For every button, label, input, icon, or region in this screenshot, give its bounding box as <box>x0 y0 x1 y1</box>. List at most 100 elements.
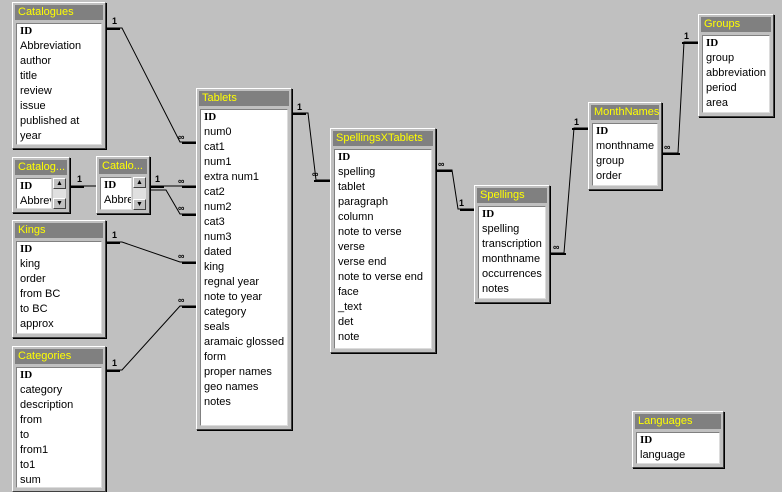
primary-key-field[interactable]: ID <box>482 208 495 220</box>
field-item[interactable]: king <box>20 258 41 270</box>
table-title-kings[interactable]: Kings <box>15 223 103 238</box>
field-item[interactable]: approx <box>20 318 54 330</box>
field-item[interactable]: review <box>20 85 52 97</box>
field-item[interactable]: title <box>20 70 38 82</box>
primary-key-field[interactable]: ID <box>104 179 117 191</box>
primary-key-field[interactable]: ID <box>706 37 719 49</box>
relationship-catalog-catalo[interactable]: 1 <box>70 174 96 188</box>
field-item[interactable]: from1 <box>20 444 49 456</box>
field-item[interactable]: year <box>20 130 42 142</box>
field-item[interactable]: note to year <box>204 291 263 303</box>
field-list-languages[interactable]: ID language <box>636 432 720 464</box>
field-item[interactable]: language <box>640 449 686 461</box>
field-item[interactable]: cat2 <box>204 186 225 198</box>
field-item[interactable]: num3 <box>204 231 232 243</box>
table-languages[interactable]: Languages ID language <box>632 411 724 468</box>
table-title-tablets[interactable]: Tablets <box>199 91 289 106</box>
field-item[interactable]: occurrences <box>482 268 542 280</box>
field-item[interactable]: face <box>338 286 359 298</box>
field-item[interactable]: paragraph <box>338 196 389 208</box>
field-item[interactable]: sum <box>20 474 41 486</box>
field-item[interactable]: extra num1 <box>204 171 260 183</box>
field-item[interactable]: Abbre <box>104 194 132 206</box>
field-item[interactable]: monthname <box>482 253 541 265</box>
field-item[interactable]: notes <box>204 396 231 408</box>
field-item[interactable]: notes <box>482 283 509 295</box>
field-item[interactable]: cat3 <box>204 216 225 228</box>
field-item[interactable]: published at <box>20 115 80 127</box>
field-item[interactable]: tablet <box>338 181 365 193</box>
field-item[interactable]: note to verse end <box>338 271 424 283</box>
field-item[interactable]: from <box>20 414 42 426</box>
field-item[interactable]: spelling <box>338 166 376 178</box>
relationship-catalo-tablets-cat3[interactable]: ∞ <box>150 189 196 216</box>
vertical-scrollbar[interactable]: ▲ ▼ <box>53 178 66 209</box>
table-title-monthnames[interactable]: MonthNames <box>591 105 659 120</box>
table-title-spellings[interactable]: Spellings <box>477 188 547 203</box>
relationship-kings-tablets[interactable]: 1 ∞ <box>106 230 196 264</box>
table-catalog-small[interactable]: Catalog... ID Abbrev ▲ ▼ <box>12 157 70 213</box>
field-list-spellingsxtablets[interactable]: ID spelling tablet paragraph column note to v… <box>334 149 432 349</box>
field-item[interactable]: seals <box>204 321 230 333</box>
field-item[interactable]: description <box>20 399 74 411</box>
field-item[interactable]: period <box>706 82 737 94</box>
primary-key-field[interactable]: ID <box>20 25 33 37</box>
relationship-monthnames-spellings[interactable]: ∞ 1 <box>550 117 588 255</box>
relationship-tablets-spellingsxtablets[interactable]: 1 ∞ <box>292 102 330 182</box>
field-list-categories[interactable]: ID category description from to from1 to1 sum <box>16 367 102 488</box>
field-item[interactable]: det <box>338 316 354 328</box>
scroll-down-arrow-icon[interactable]: ▼ <box>133 199 146 210</box>
field-item[interactable]: regnal year <box>204 276 260 288</box>
scroll-up-arrow-icon[interactable]: ▲ <box>133 177 146 188</box>
field-item[interactable]: proper names <box>204 366 272 378</box>
field-item[interactable]: cat1 <box>204 141 225 153</box>
primary-key-field[interactable]: ID <box>338 151 351 163</box>
field-item[interactable]: verse <box>338 241 365 253</box>
primary-key-field[interactable]: ID <box>596 125 609 137</box>
field-item[interactable]: Abbrev <box>20 195 52 207</box>
field-item[interactable]: category <box>204 306 247 318</box>
primary-key-field[interactable]: ID <box>20 369 33 381</box>
field-item[interactable]: order <box>20 273 46 285</box>
field-item[interactable]: author <box>20 55 52 67</box>
table-catalogues[interactable]: Catalogues ID Abbreviation author title revi… <box>12 2 106 149</box>
field-item[interactable]: abbreviation <box>706 67 766 79</box>
field-item[interactable]: to1 <box>20 459 36 471</box>
field-item[interactable]: form <box>204 351 226 363</box>
field-list-catalo-small[interactable]: ID Abbre <box>100 177 132 210</box>
field-item[interactable]: note to verse <box>338 226 402 238</box>
field-list-catalogues[interactable]: ID Abbreviation author title review issue publ… <box>16 23 102 145</box>
field-item[interactable]: column <box>338 211 374 223</box>
relationship-catalogues-tablets[interactable]: 1 ∞ <box>106 16 196 144</box>
field-item[interactable]: monthname <box>596 140 655 152</box>
primary-key-field[interactable]: ID <box>20 180 33 192</box>
field-item[interactable]: issue <box>20 100 46 112</box>
field-item[interactable]: Abbreviation <box>20 40 82 52</box>
field-item[interactable]: num2 <box>204 201 232 213</box>
field-item[interactable]: _text <box>338 301 362 313</box>
table-title-catalogues[interactable]: Catalogues <box>15 5 103 20</box>
scroll-up-arrow-icon[interactable]: ▲ <box>53 178 66 189</box>
primary-key-field[interactable]: ID <box>640 434 653 446</box>
table-title-catalo-small[interactable]: Catalo... <box>99 159 147 174</box>
table-title-catalog-small[interactable]: Catalog... <box>15 160 67 175</box>
field-item[interactable]: transcription <box>482 238 542 250</box>
table-title-languages[interactable]: Languages <box>635 414 721 429</box>
field-item[interactable]: num0 <box>204 126 232 138</box>
field-item[interactable]: to <box>20 429 30 441</box>
field-item[interactable]: area <box>706 97 729 109</box>
vertical-scrollbar[interactable]: ▲ ▼ <box>133 177 146 210</box>
field-item[interactable]: category <box>20 384 63 396</box>
field-list-catalog-small[interactable]: ID Abbrev <box>16 178 52 209</box>
field-item[interactable]: order <box>596 170 622 182</box>
primary-key-field[interactable]: ID <box>204 111 217 123</box>
